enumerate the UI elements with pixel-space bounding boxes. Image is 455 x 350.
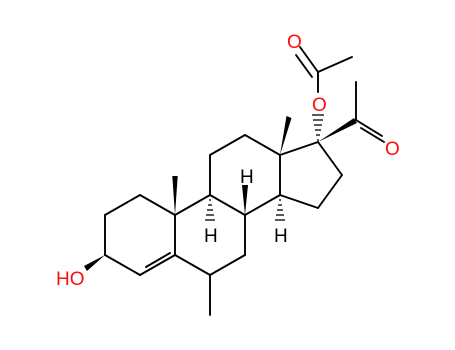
ring-c [209,134,281,216]
ester-carbonyl-bond-1 [299,46,319,73]
c17-acetyl-wedge [318,118,357,142]
ring-d [279,141,343,209]
c3-hydroxyl-wedge [84,255,105,271]
ring-b [174,194,246,276]
bond [244,134,281,156]
c17-ester-oxygen-hash [312,114,324,141]
ketone-bond-1 [355,119,383,137]
atom-labels: HO O O O H H H [56,32,400,290]
c8-hydrogen-wedge [242,185,248,215]
bond [104,254,141,276]
ester-carbonyl-oxygen-label: O [287,32,302,53]
bond [145,252,171,268]
ketone-oxygen-label: O [385,139,400,160]
ketone-bond-2 [360,127,385,143]
h-c9-label: H [204,226,218,247]
bond [174,194,211,216]
bond [317,141,343,176]
bond [279,141,319,156]
bond [139,194,176,216]
bond [244,194,281,216]
bond [209,134,246,156]
bond [279,194,319,209]
c9-hydrogen-hash [205,199,215,221]
c13-methyl-wedge [280,116,292,155]
hydroxyl-label: HO [56,269,85,290]
ester-carbonyl-bond-2 [295,54,313,78]
bond [104,194,141,216]
c14-hydrogen-hash [275,199,285,221]
ester-methyl-bond [317,56,353,73]
h-c8-label: H [240,167,254,188]
bond [317,174,343,209]
bond [139,254,176,276]
bond [209,194,246,216]
stereo-hydrogens [205,185,285,221]
bond [209,254,246,276]
ring-a [104,194,176,276]
h-c14-label: H [274,226,288,247]
bond [174,254,211,276]
substituents [84,46,385,316]
c10-methyl-wedge [172,176,178,215]
ester-oxygen-label: O [312,95,327,116]
